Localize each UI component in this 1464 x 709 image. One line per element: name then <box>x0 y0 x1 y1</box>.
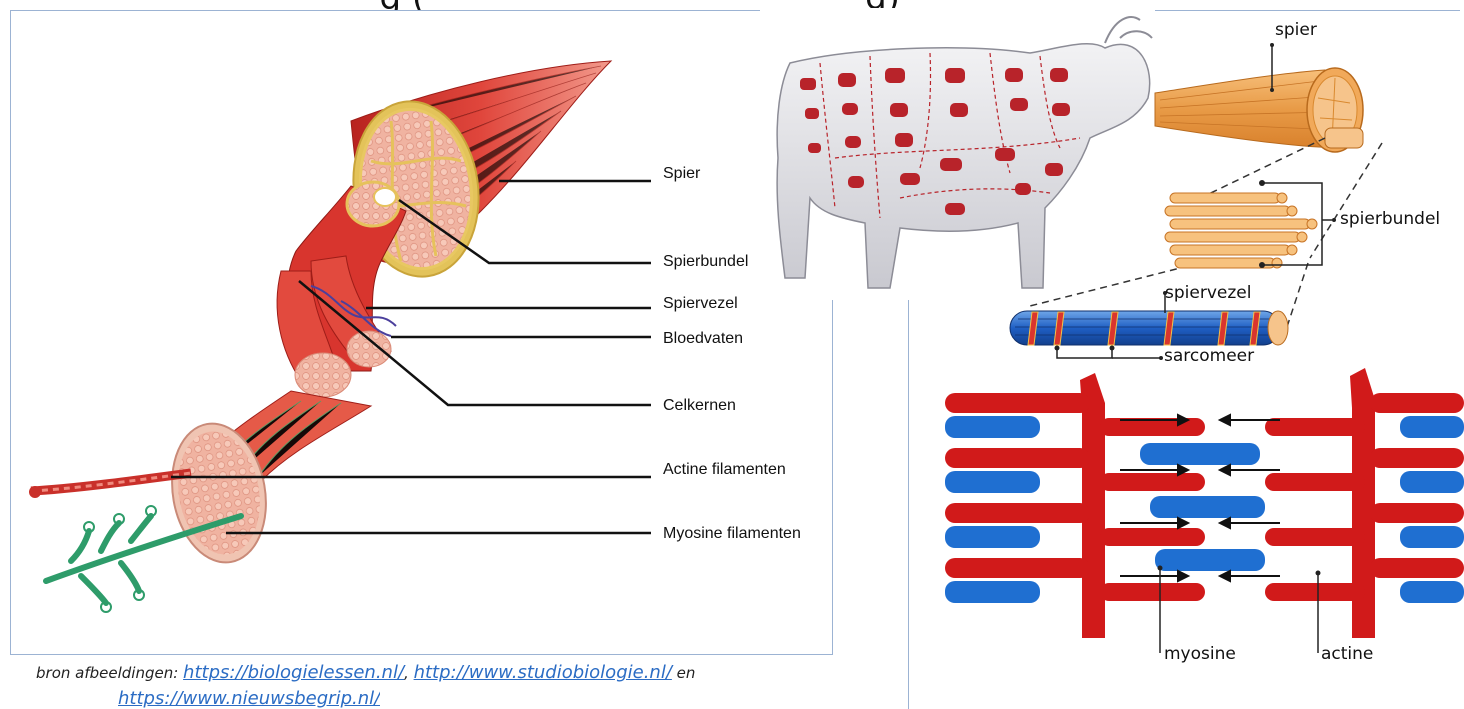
source-link-studiobiologie[interactable]: http://www.studiobiologie.nl/ <box>414 662 672 683</box>
muscle-anatomy-panel: Spier Spierbundel Spiervezel Bloedvaten … <box>10 10 833 655</box>
label-spier-right: spier <box>1275 20 1317 40</box>
source-suffix: en <box>672 664 696 682</box>
label-celkernen: Celkernen <box>663 397 736 415</box>
label-bloedvaten: Bloedvaten <box>663 330 743 348</box>
label-spiervezel: Spiervezel <box>663 295 738 313</box>
label-spierbundel: Spierbundel <box>663 253 748 271</box>
source-prefix: bron afbeeldingen: <box>36 664 183 682</box>
spierbundel-icon <box>1165 193 1317 268</box>
label-spierbundel-right: spierbundel <box>1340 209 1440 229</box>
image-source-credit: bron afbeeldingen: https://biologielesse… <box>36 662 695 683</box>
label-spier: Spier <box>663 165 700 183</box>
source-link-nieuwsbegrip-row: https://www.nieuwsbegrip.nl/ <box>36 688 380 709</box>
spiervezel-fibre-icon <box>1010 311 1288 345</box>
sarcomere-actine-myosine-diagram <box>945 368 1464 653</box>
label-myosine: myosine <box>1164 644 1236 664</box>
source-link-nieuwsbegrip[interactable]: https://www.nieuwsbegrip.nl/ <box>118 688 380 709</box>
label-sarcomeer: sarcomeer <box>1164 346 1254 366</box>
spier-muscle-icon <box>1155 68 1363 152</box>
source-link-biologielessen[interactable]: https://biologielessen.nl/ <box>183 662 404 683</box>
right-illustrations <box>760 8 1464 708</box>
label-actine: actine <box>1321 644 1373 664</box>
label-spiervezel-right: spiervezel <box>1165 283 1251 303</box>
source-separator: , <box>404 664 414 682</box>
